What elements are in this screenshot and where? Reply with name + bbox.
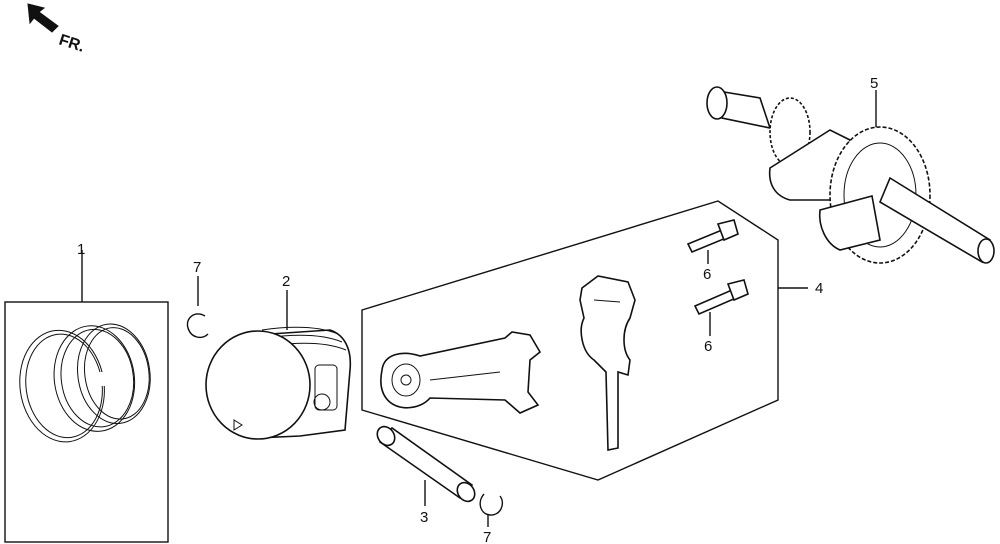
callout-5: 5 — [870, 75, 878, 92]
piston — [205, 290, 352, 440]
piston-pin — [376, 425, 476, 506]
callout-3: 3 — [420, 509, 428, 526]
rod-bolt-upper — [686, 219, 739, 264]
front-label: FR. — [57, 32, 87, 56]
callout-6-upper: 6 — [703, 266, 711, 283]
connecting-rod-set — [361, 200, 808, 481]
callout-7-lower: 7 — [483, 529, 491, 544]
callout-1: 1 — [77, 241, 85, 258]
rod-bolt-lower — [693, 279, 749, 336]
crankshaft — [706, 86, 995, 264]
front-arrow-icon: FR. — [27, 3, 87, 56]
callout-6-lower: 6 — [704, 338, 712, 355]
callout-7-upper: 7 — [193, 259, 201, 276]
callout-2: 2 — [282, 273, 290, 290]
ring-set — [4, 250, 169, 543]
pin-clip-lower — [479, 493, 504, 527]
callout-4: 4 — [815, 280, 823, 297]
pin-clip-upper — [186, 276, 209, 339]
